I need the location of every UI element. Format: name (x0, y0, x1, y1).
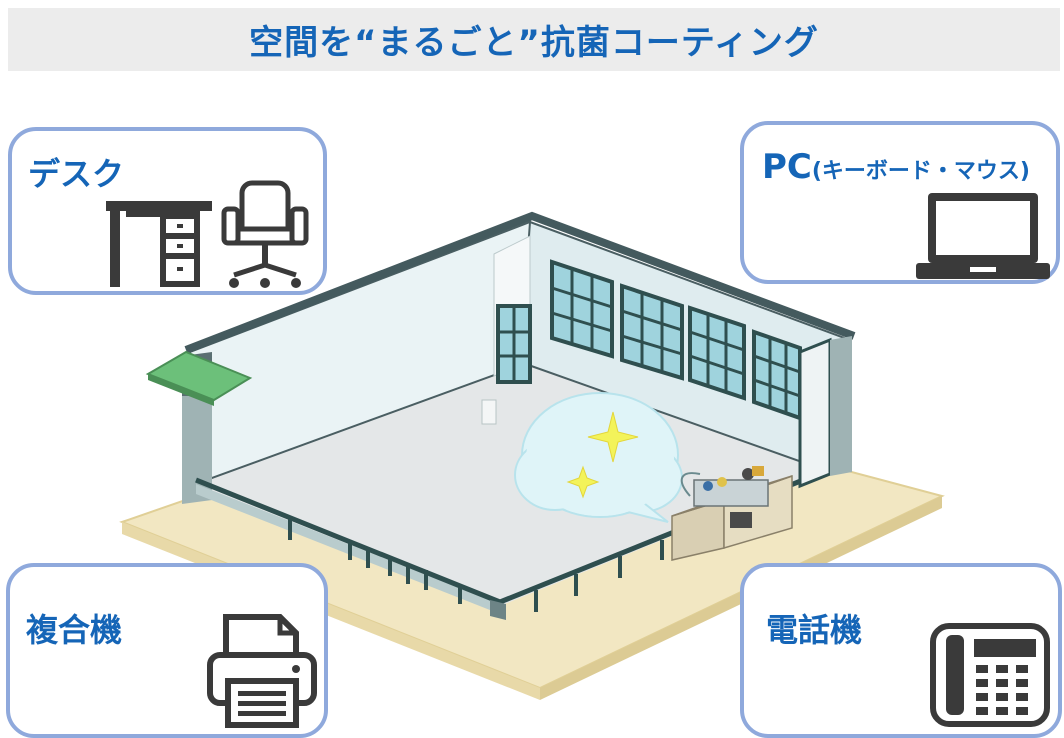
desk-card: デスク (8, 127, 327, 295)
desk-phone-icon (930, 623, 1050, 727)
phone-label: 電話機 (766, 611, 863, 649)
coating-machine-icon (671, 466, 793, 561)
front-wall-posts (288, 518, 664, 612)
pc-card: PC(キーボード・マウス) (740, 121, 1060, 284)
window-row (550, 259, 802, 421)
desk-label: デスク (28, 155, 125, 193)
desk-icon (106, 201, 212, 287)
phone-card: 電話機 (740, 563, 1062, 738)
mfp-label: 複合機 (26, 611, 123, 649)
page-title: 空間を“まるごと”抗菌コーティング (249, 23, 819, 63)
sparkle-icons (566, 411, 639, 499)
left-window (496, 304, 532, 384)
office-chair-icon (221, 180, 309, 288)
mfp-card: 複合機 (6, 563, 328, 738)
pc-label: PC(キーボード・マウス) (762, 147, 1030, 187)
pc-label-sub: (キーボード・マウス) (811, 159, 1030, 184)
pc-label-main: PC (762, 147, 812, 187)
title-bar: 空間を“まるごと”抗菌コーティング (8, 8, 1060, 71)
printer-icon (207, 614, 317, 728)
laptop-icon (916, 193, 1050, 279)
